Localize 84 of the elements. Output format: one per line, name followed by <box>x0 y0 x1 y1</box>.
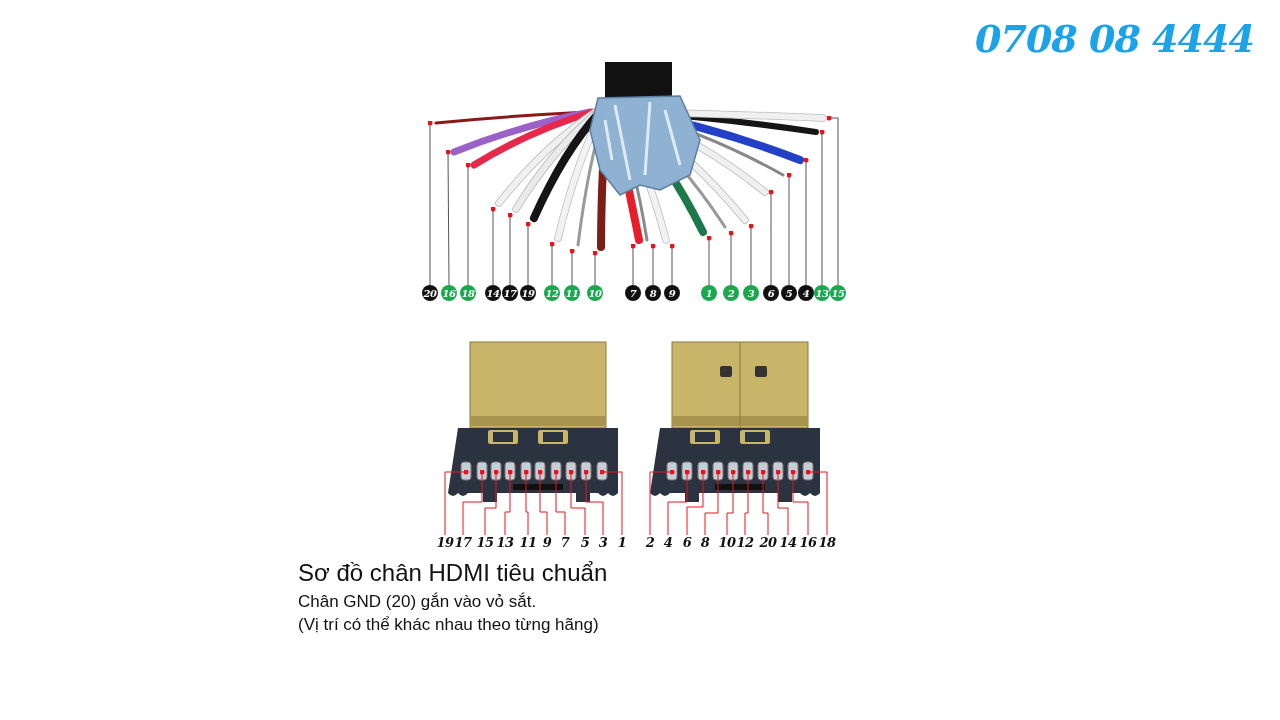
leader-line <box>744 469 751 536</box>
leader-line <box>583 469 604 536</box>
leader-line <box>553 469 566 536</box>
pin-number-badge: 15 <box>830 285 846 301</box>
leader-line <box>768 189 774 286</box>
pin-number-badge: 2 <box>723 285 739 301</box>
pin-number: 8 <box>695 535 715 550</box>
pin-number: 12 <box>735 535 755 550</box>
pin-number-badge: 16 <box>441 285 457 301</box>
leader-line <box>445 149 451 286</box>
caption-heading: Sơ đồ chân HDMI tiêu chuẩn <box>298 559 608 587</box>
leader-line <box>803 157 809 286</box>
pin-number: 7 <box>555 535 575 550</box>
pin-number: 3 <box>593 535 613 550</box>
pin-number-badge: 11 <box>564 285 580 301</box>
pin-number-badge: 13 <box>814 285 830 301</box>
leader-line <box>650 243 656 286</box>
pin-number: 1 <box>612 535 632 550</box>
pin-number-badge: 9 <box>664 285 680 301</box>
leader-line <box>728 230 734 286</box>
leader-line <box>507 212 513 286</box>
leader-line <box>568 469 586 536</box>
pin-number: 4 <box>658 535 678 550</box>
leader-line <box>805 469 828 536</box>
pin-number: 11 <box>518 535 538 550</box>
pin-number-badge: 6 <box>763 285 779 301</box>
note-text: Chân GND (20) gắn vào vỏ sắt. <box>298 592 537 612</box>
pin-number-badge: 8 <box>645 285 661 301</box>
leader-line <box>669 243 675 286</box>
leader-line <box>706 235 712 286</box>
pin-number-badge: 14 <box>485 285 501 301</box>
pin-number-badge: 7 <box>625 285 641 301</box>
leader-line <box>819 129 825 286</box>
leader-line <box>592 250 598 286</box>
pin-number: 14 <box>778 535 798 550</box>
leader-line <box>726 469 736 536</box>
pin-number-badge: 19 <box>520 285 536 301</box>
pin-number: 17 <box>453 535 473 550</box>
leader-line <box>704 469 721 536</box>
leader-line <box>484 469 499 536</box>
pin-number-badge: 10 <box>587 285 603 301</box>
pin-number: 18 <box>817 535 837 550</box>
pin-number: 16 <box>798 535 818 550</box>
pin-number-badge: 5 <box>781 285 797 301</box>
leader-line <box>667 469 690 536</box>
pin-number-badge: 4 <box>798 285 814 301</box>
leader-line <box>760 469 769 536</box>
pin-number-badge: 3 <box>743 285 759 301</box>
leader-line <box>465 162 471 286</box>
leader-line <box>775 469 789 536</box>
leader-line <box>649 469 675 536</box>
leader-line <box>523 469 529 536</box>
leader-line <box>630 243 636 286</box>
pin-number: 5 <box>575 535 595 550</box>
pin-number-badge: 12 <box>544 285 560 301</box>
leader-line <box>748 223 754 286</box>
pin-number: 20 <box>758 535 778 550</box>
leader-line <box>549 241 555 286</box>
pin-number: 13 <box>495 535 515 550</box>
pin-number-badge: 18 <box>460 285 476 301</box>
leader-line <box>462 469 485 536</box>
leader-line <box>826 115 839 286</box>
phone-number: 0708 08 4444 <box>975 16 1254 61</box>
leader-line <box>599 469 623 536</box>
leader-line <box>444 469 469 536</box>
leader-line <box>504 469 513 536</box>
pin-number: 10 <box>717 535 737 550</box>
leader-line <box>569 248 575 286</box>
leader-line <box>686 469 706 536</box>
leader-line <box>525 221 531 286</box>
pin-number-badge: 1 <box>701 285 717 301</box>
pin-number: 9 <box>537 535 557 550</box>
pin-number: 15 <box>475 535 495 550</box>
leader-line <box>490 206 496 286</box>
pin-number: 2 <box>640 535 660 550</box>
pin-number: 19 <box>435 535 455 550</box>
leader-line <box>786 172 792 286</box>
pin-number: 6 <box>677 535 697 550</box>
note-text: (Vị trí có thể khác nhau theo từng hãng) <box>298 615 599 635</box>
leader-line <box>537 469 548 536</box>
pin-number-badge: 17 <box>502 285 518 301</box>
leader-line <box>427 120 433 286</box>
pin-number-badge: 20 <box>422 285 438 301</box>
leader-line <box>790 469 809 536</box>
